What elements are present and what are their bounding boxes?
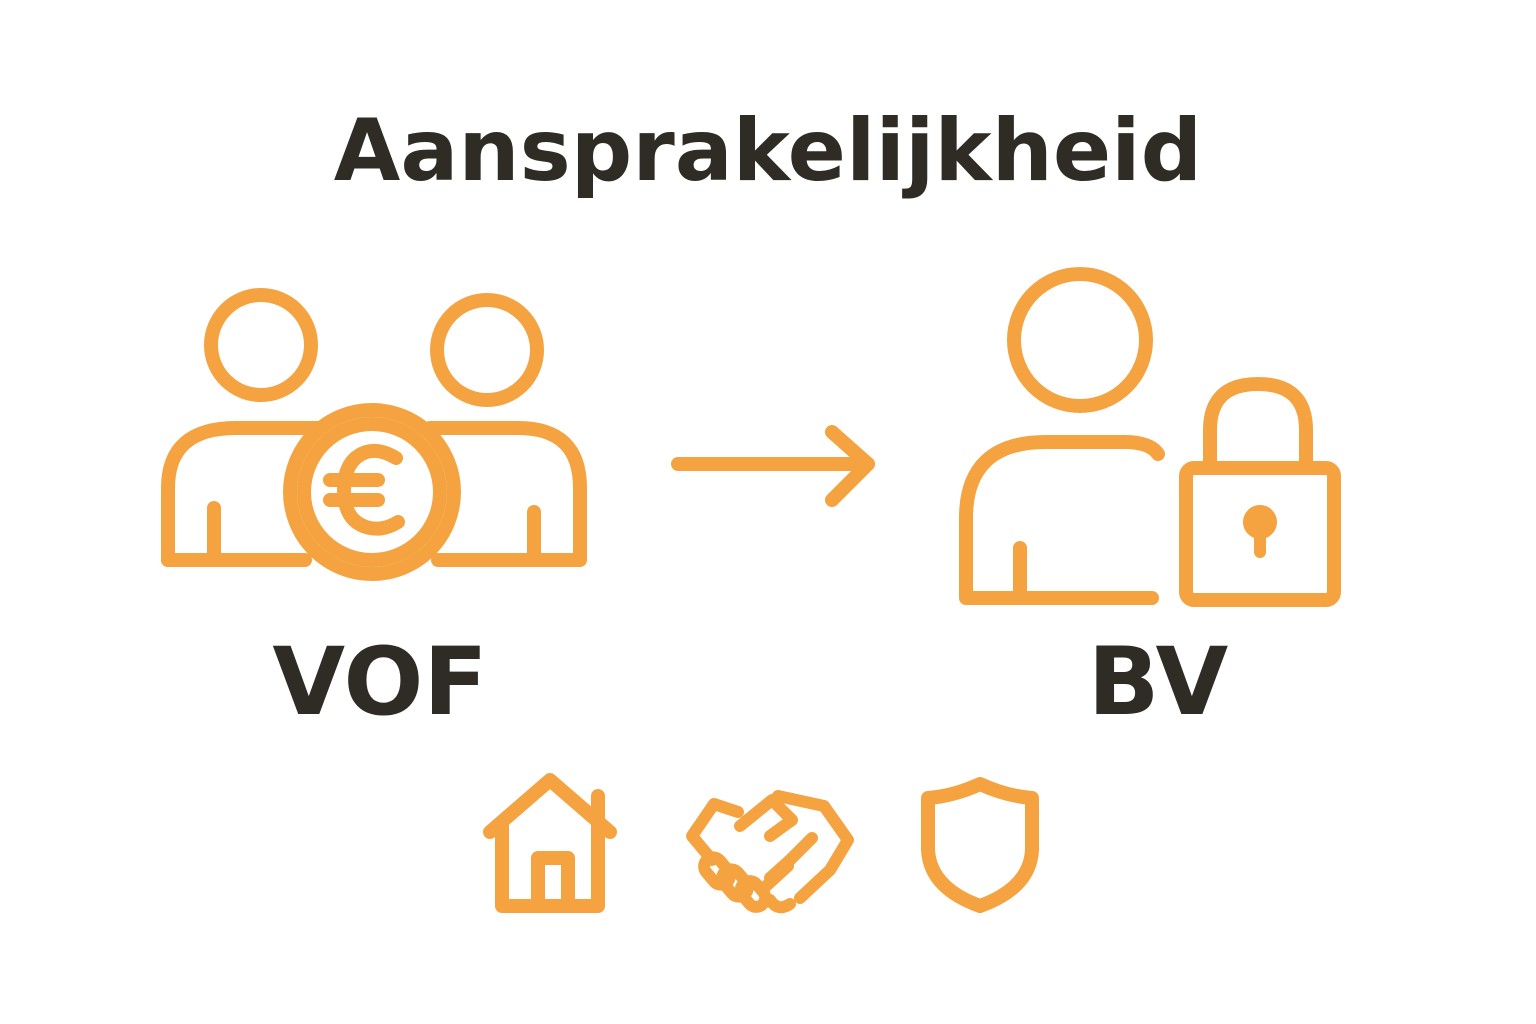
padlock-icon — [1179, 377, 1341, 607]
person-icon — [959, 267, 1165, 605]
euro-coin-icon — [283, 403, 461, 581]
arrow-right-icon — [671, 425, 875, 507]
person-icon — [161, 288, 325, 567]
bv-label: BV — [1087, 628, 1229, 737]
shield-icon — [921, 777, 1039, 913]
diagram-title: Aansprakelijkheid — [333, 101, 1203, 201]
handshake-icon — [686, 790, 854, 914]
house-icon — [483, 773, 617, 913]
vof-partners-group — [161, 288, 587, 581]
vof-label: VOF — [272, 628, 488, 737]
bv-person-group — [959, 267, 1341, 607]
person-icon — [423, 293, 587, 567]
